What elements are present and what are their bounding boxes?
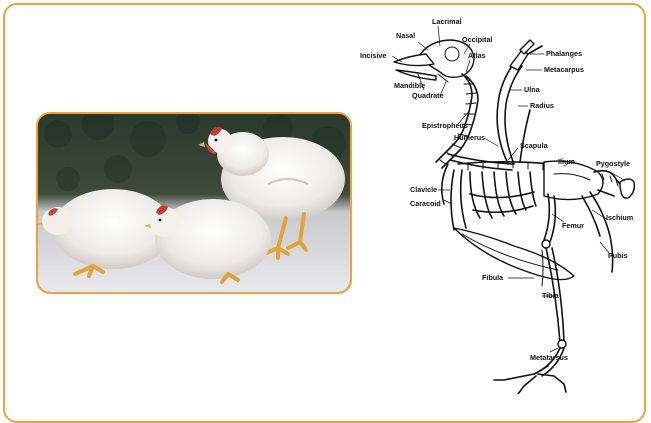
label-pubis: Pubis <box>608 251 628 260</box>
skull <box>394 40 474 82</box>
label-tibia: Tibia <box>542 291 560 300</box>
chicken-photo <box>36 112 352 294</box>
label-phalanges: Phalanges <box>546 49 582 58</box>
label-radius: Radius <box>530 101 554 110</box>
skeleton-diagram-svg: Lacrimal Nasal Occipital Incisive Atlas … <box>358 14 644 394</box>
label-epistropheus: Epistropheus <box>422 121 468 130</box>
label-fibula: Fibula <box>482 273 504 282</box>
label-mandible: Mandible <box>394 81 425 90</box>
label-quadrate: Quadrate <box>412 91 444 100</box>
label-femur: Femur <box>562 221 584 230</box>
ribcage <box>470 172 536 218</box>
label-lacrimal: Lacrimal <box>432 17 462 26</box>
label-incisive: Incisive <box>360 51 386 60</box>
skeleton-diagram: Lacrimal Nasal Occipital Incisive Atlas … <box>358 14 644 394</box>
label-ilium: Ilium <box>558 157 575 166</box>
label-metatarsus: Metatarsus <box>530 353 568 362</box>
label-atlas: Atlas <box>468 51 486 60</box>
label-humerus: Humerus <box>454 133 485 142</box>
label-scapula: Scapula <box>520 141 549 150</box>
label-clavicle: Clavicle <box>410 185 437 194</box>
label-ulna: Ulna <box>524 85 541 94</box>
label-occipital: Occipital <box>462 35 492 44</box>
chicken-photo-image <box>38 114 350 292</box>
label-metacarpus: Metacarpus <box>544 65 584 74</box>
label-ischium: Ischium <box>606 213 633 222</box>
label-pygostyle: Pygostyle <box>596 159 630 168</box>
label-nasal: Nasal <box>396 31 415 40</box>
label-coracoid: Caracoid <box>410 199 441 208</box>
